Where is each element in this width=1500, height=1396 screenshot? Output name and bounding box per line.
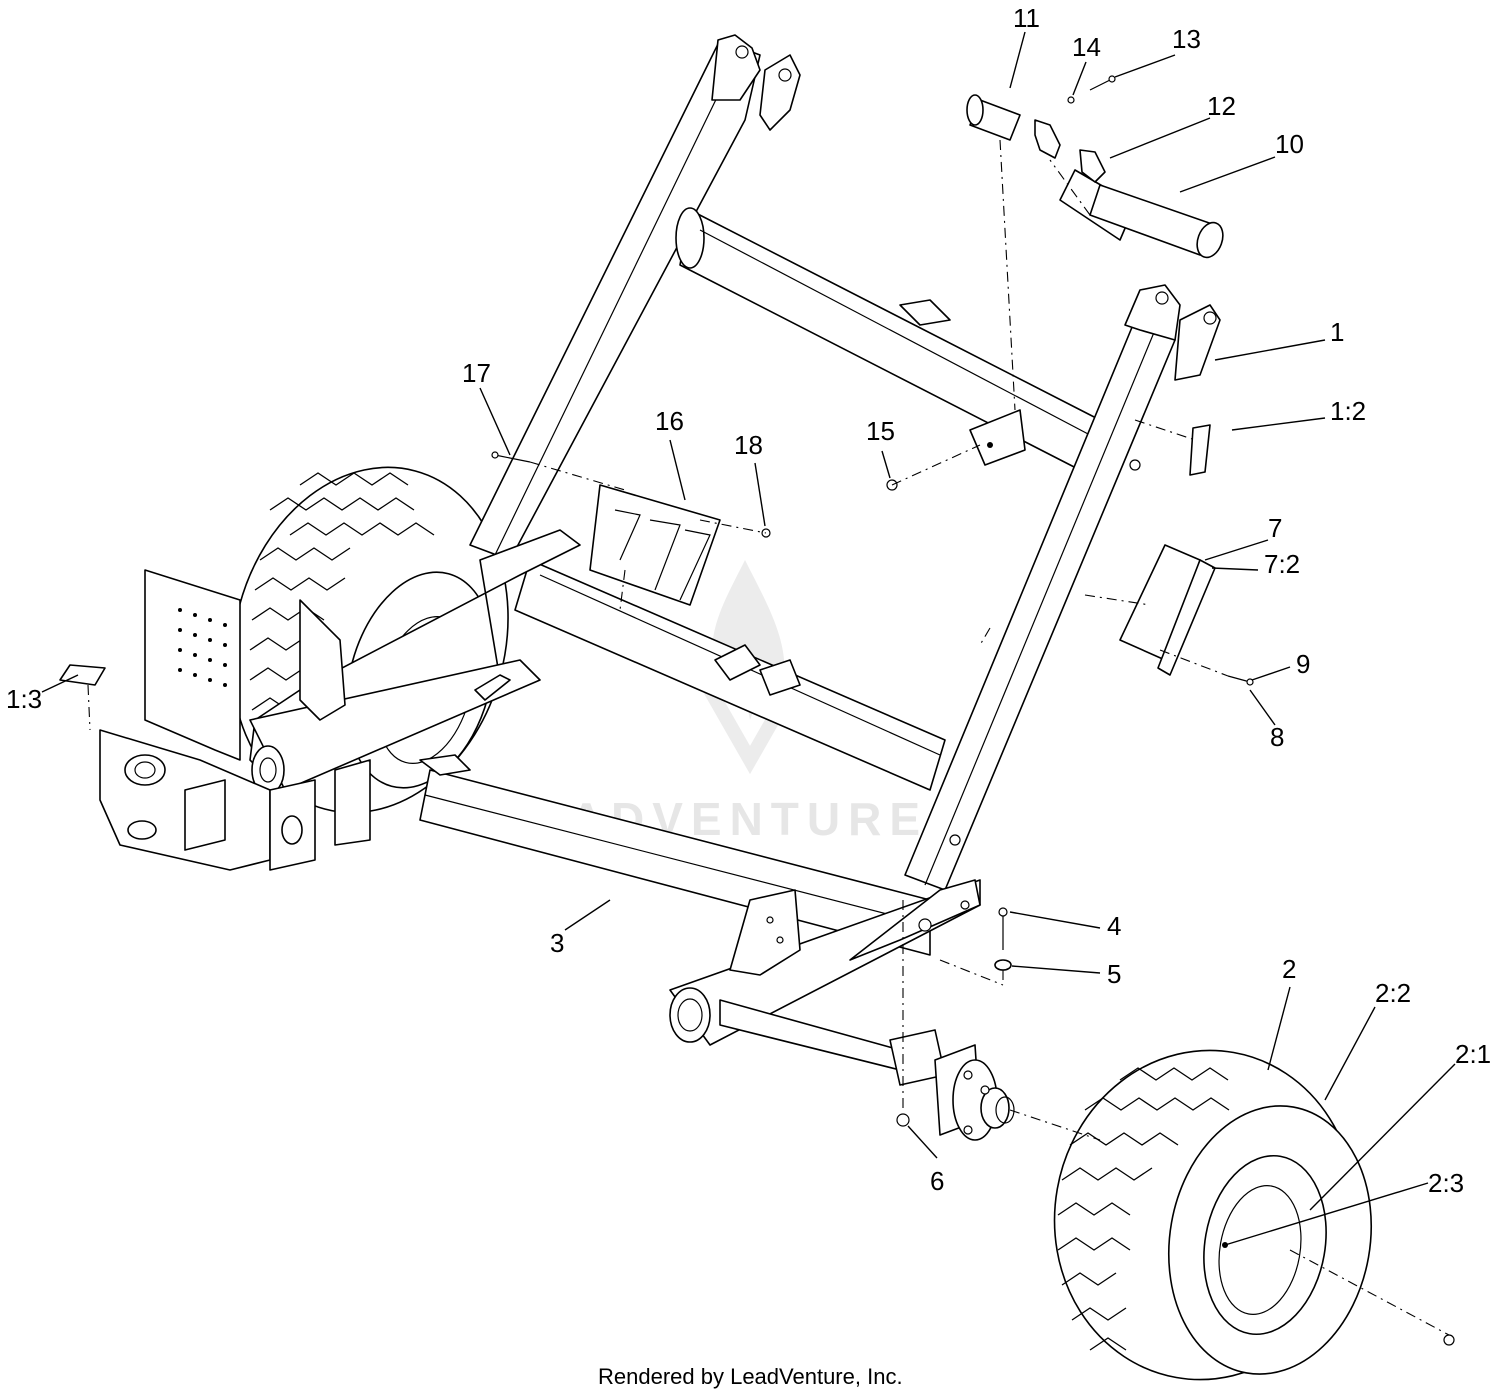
clip-12 bbox=[1034, 119, 1106, 183]
screw-9 bbox=[1227, 675, 1254, 686]
callout-7: 7 bbox=[1268, 513, 1282, 543]
callout-4: 4 bbox=[1107, 911, 1121, 941]
bolt-17 bbox=[491, 451, 531, 463]
callout-2: 2 bbox=[1282, 954, 1296, 984]
callout-6: 6 bbox=[930, 1166, 944, 1196]
decal-1-2 bbox=[1189, 424, 1211, 476]
bolt-4 bbox=[998, 907, 1008, 950]
left-hitch-assembly bbox=[99, 569, 511, 871]
callout-14: 14 bbox=[1072, 32, 1101, 62]
plate-16 bbox=[589, 484, 721, 606]
callout-3: 3 bbox=[550, 928, 564, 958]
lug-nut bbox=[1443, 1334, 1455, 1346]
callout-7-2: 7:2 bbox=[1264, 549, 1300, 579]
washer-5 bbox=[994, 959, 1012, 971]
rear-axle-tube bbox=[419, 754, 981, 1071]
callout-2-1: 2:1 bbox=[1455, 1039, 1491, 1069]
pad-7 bbox=[1119, 544, 1216, 676]
callout-10: 10 bbox=[1275, 129, 1304, 159]
main-frame bbox=[249, 34, 1221, 891]
wheel-hub-assembly bbox=[889, 1029, 1015, 1141]
callout-5: 5 bbox=[1107, 959, 1121, 989]
callout-16: 16 bbox=[655, 406, 684, 436]
callout-13: 13 bbox=[1172, 24, 1201, 54]
callout-17: 17 bbox=[462, 358, 491, 388]
callout-2-2: 2:2 bbox=[1375, 978, 1411, 1008]
callout-2-3: 2:3 bbox=[1428, 1168, 1464, 1198]
decal-1-3 bbox=[59, 664, 106, 686]
callout-12: 12 bbox=[1207, 91, 1236, 121]
bolt-13 bbox=[1067, 75, 1116, 104]
assembly-lines bbox=[87, 139, 1450, 1336]
nut-6 bbox=[896, 1113, 910, 1127]
footer-credit: Rendered by LeadVenture, Inc. bbox=[598, 1364, 903, 1389]
rear-right-wheel bbox=[1053, 1049, 1373, 1381]
leader-lines bbox=[41, 31, 1456, 1246]
callout-15: 15 bbox=[866, 416, 895, 446]
callout-8: 8 bbox=[1270, 722, 1284, 752]
callout-layer: 1 1:2 1:3 2 2:1 2:2 2:3 3 4 5 6 7 7:2 8 9 10 11 12 13 14 15 1… bbox=[6, 3, 1491, 1198]
callout-9: 9 bbox=[1296, 649, 1310, 679]
callout-11: 11 bbox=[1013, 3, 1040, 33]
callout-18: 18 bbox=[734, 430, 763, 460]
callout-1-3: 1:3 bbox=[6, 684, 42, 714]
pin-10 bbox=[1059, 169, 1224, 259]
sleeve-11 bbox=[966, 94, 1021, 141]
callout-1-2: 1:2 bbox=[1330, 396, 1366, 426]
callout-1: 1 bbox=[1330, 317, 1344, 347]
